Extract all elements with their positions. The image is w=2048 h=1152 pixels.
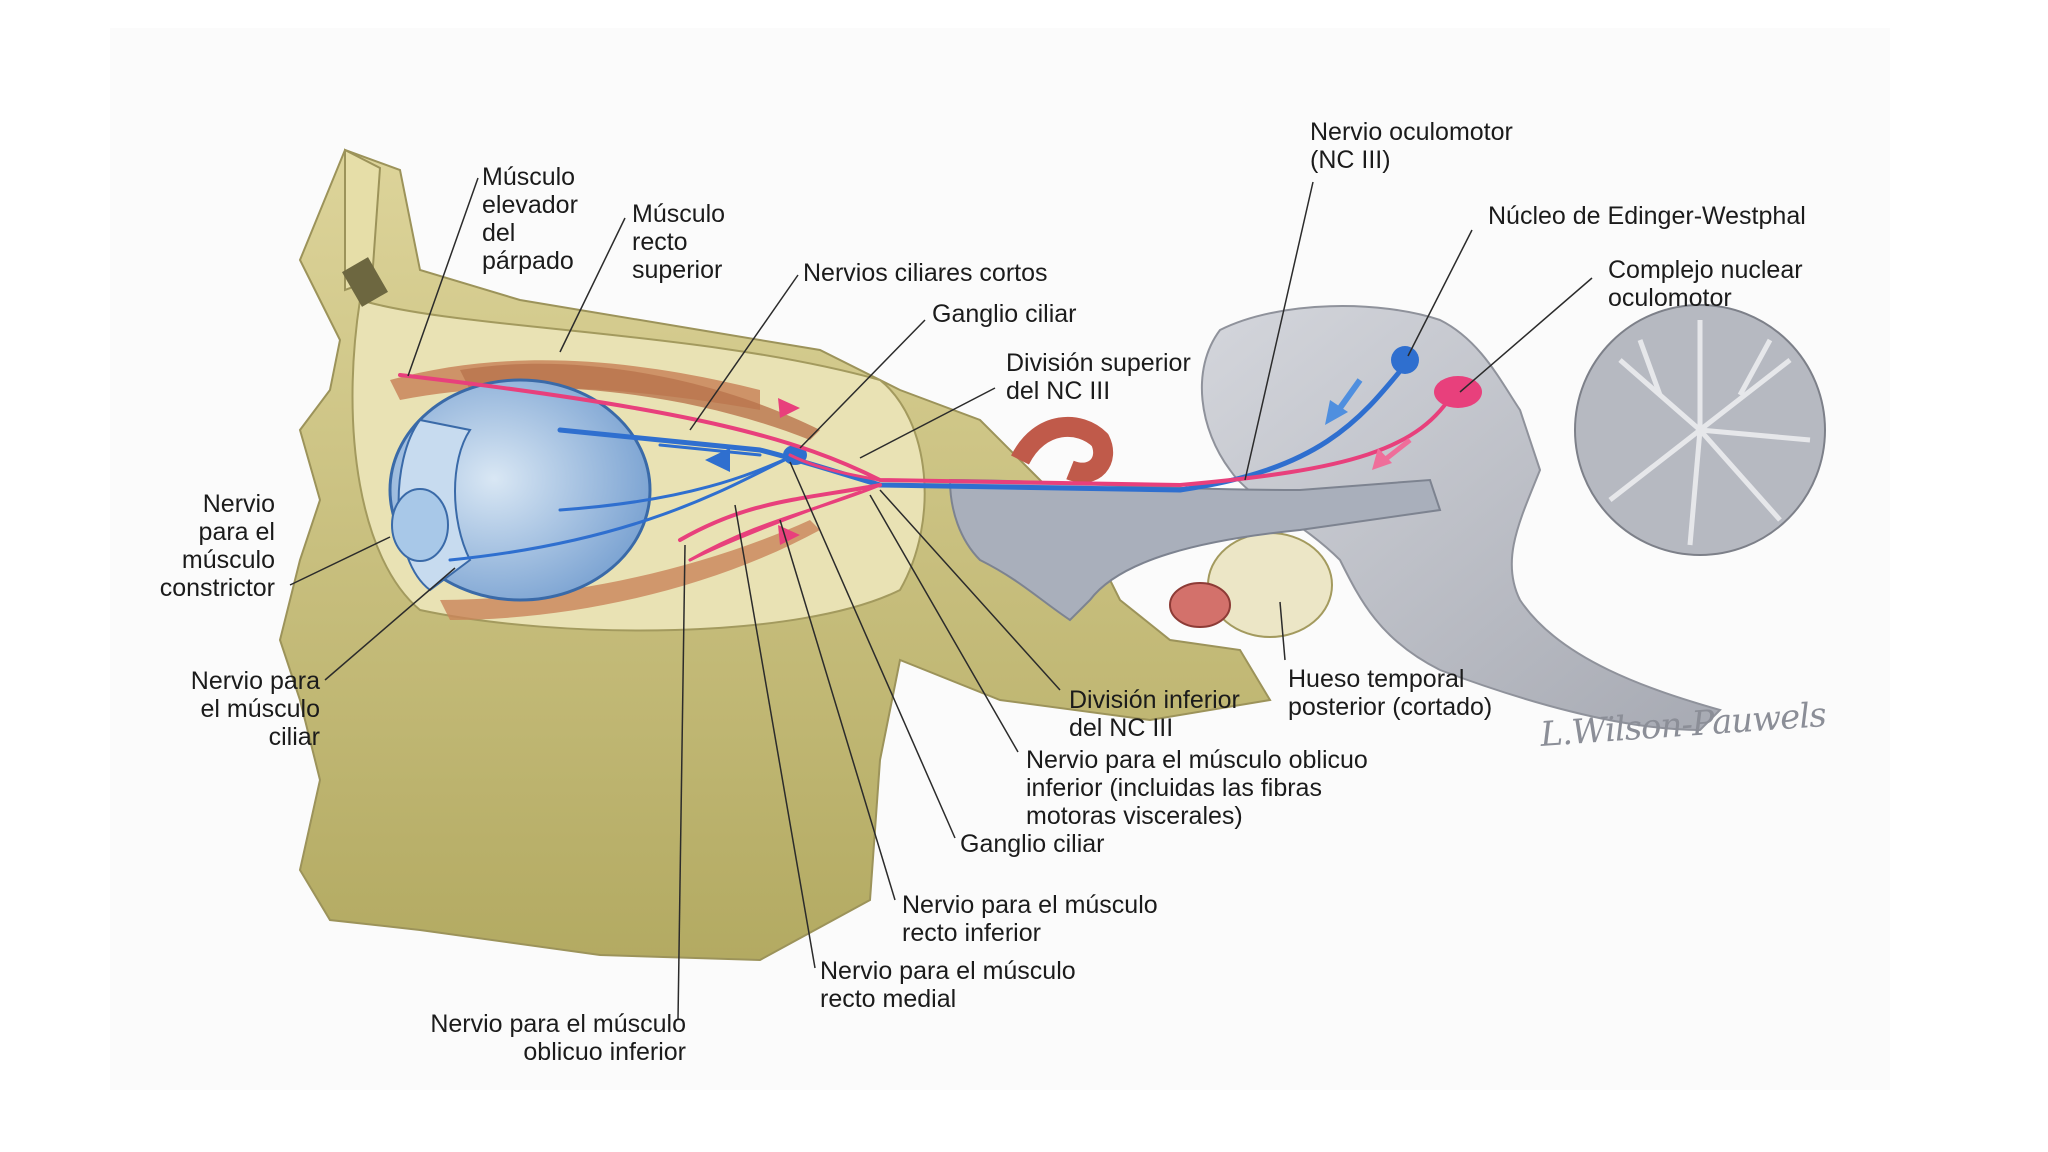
oculomotor-nuclear-complex	[1434, 376, 1482, 408]
label-nervio-oculomotor: Nervio oculomotor (NC III)	[1310, 118, 1513, 174]
arbor-vitae	[1608, 320, 1811, 546]
carotid-artery	[1169, 582, 1231, 628]
label-nervios-ciliares-cortos: Nervios ciliares cortos	[803, 259, 1048, 287]
lens	[391, 488, 449, 562]
label-musculo-elevador: Músculo elevador del párpado	[482, 163, 578, 275]
edinger-westphal-nucleus	[1391, 346, 1419, 374]
label-nervio-oblicuo-inferior: Nervio para el músculo oblicuo inferior	[430, 1010, 686, 1066]
label-nucleo-edinger: Núcleo de Edinger-Westphal	[1488, 202, 1806, 230]
label-nervio-ciliar: Nervio para el músculo ciliar	[190, 667, 320, 751]
label-complejo-nuclear: Complejo nuclear oculomotor	[1608, 256, 1803, 312]
label-division-inferior: División inferior del NC III	[1069, 686, 1240, 742]
label-nervio-recto-inferior: Nervio para el músculo recto inferior	[902, 891, 1158, 947]
label-nervio-recto-medial: Nervio para el músculo recto medial	[820, 957, 1076, 1013]
label-musculo-recto-superior: Músculo recto superior	[632, 200, 726, 284]
temporal-bone	[1207, 532, 1333, 638]
artery-loop	[1011, 417, 1114, 483]
label-ganglio-ciliar-bottom: Ganglio ciliar	[960, 830, 1105, 858]
label-hueso-temporal: Hueso temporal posterior (cortado)	[1288, 665, 1493, 721]
label-ganglio-ciliar-top: Ganglio ciliar	[932, 300, 1077, 328]
label-division-superior: División superior del NC III	[1006, 349, 1191, 405]
label-nervio-constrictor: Nervio para el músculo constrictor	[159, 490, 275, 602]
nerve-fibers	[398, 362, 1457, 562]
leader-lines	[289, 177, 1593, 1021]
label-nervio-oblicuo-inferior-visceral: Nervio para el músculo oblicuo inferior …	[1026, 746, 1368, 830]
frontal-sinus	[342, 257, 388, 307]
